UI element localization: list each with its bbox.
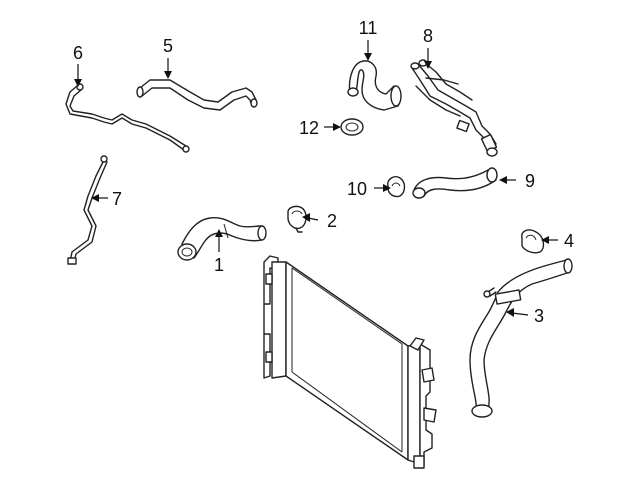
part-2-hose-clamp [287, 205, 307, 233]
part-1-upper-radiator-hose [177, 216, 267, 261]
callout-12: 12 [299, 118, 319, 138]
part-9-hose [412, 167, 498, 199]
leader-lines [74, 40, 558, 317]
callout-7: 7 [112, 189, 122, 209]
callout-11: 11 [359, 18, 378, 38]
part-8-heater-tube-assembly [410, 59, 498, 157]
part-12-hose-clamp [340, 118, 364, 136]
callout-8: 8 [423, 26, 433, 46]
part-10-hose-clamp [387, 176, 406, 198]
part-4-hose-clamp [521, 229, 545, 254]
callout-5: 5 [163, 36, 173, 56]
callout-2: 2 [327, 211, 337, 231]
callout-4: 4 [564, 231, 574, 251]
part-3-lower-radiator-hose [469, 258, 573, 418]
part-11-hose [347, 60, 402, 111]
callout-6: 6 [73, 43, 83, 63]
part-7-coolant-line [67, 155, 108, 265]
part-6-coolant-line [65, 83, 190, 153]
callout-3: 3 [534, 306, 544, 326]
callout-numbers: 1 2 3 4 5 6 7 8 9 10 11 12 [73, 18, 574, 326]
callout-10: 10 [347, 179, 367, 199]
callout-1: 1 [214, 255, 224, 275]
part-5-hose [136, 79, 258, 111]
radiator [263, 255, 437, 469]
callout-9: 9 [525, 171, 535, 191]
